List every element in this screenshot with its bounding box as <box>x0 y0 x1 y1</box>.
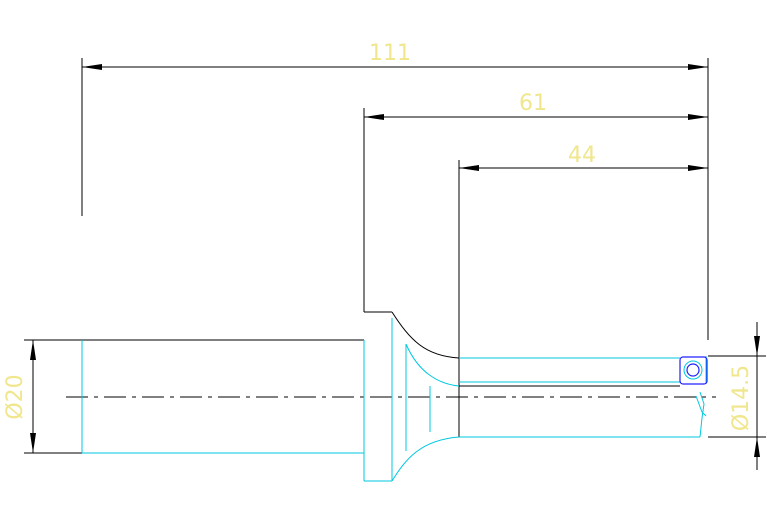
neck-curve-top-outer <box>391 311 460 359</box>
tip-chamfer <box>699 391 705 438</box>
neck-curve-bottom <box>391 436 460 482</box>
arrow-right <box>688 114 708 120</box>
arrow-bottom <box>30 433 36 453</box>
dimension-label-d14-5: Ø14.5 <box>729 365 754 431</box>
arrow-top <box>754 336 760 356</box>
dimension-cutting-diameter: Ø14.5 <box>708 322 766 470</box>
arrow-left <box>82 64 102 70</box>
dimension-flute-length: 44 <box>458 143 708 437</box>
dimension-overall-length: 111 <box>81 41 709 340</box>
insert-screw-inner-icon <box>686 363 700 377</box>
arrow-right <box>688 165 708 171</box>
dimension-label-44: 44 <box>568 143 596 168</box>
dimension-label-61: 61 <box>519 91 547 116</box>
dimension-label-d20: Ø20 <box>3 374 28 419</box>
dimension-label-111: 111 <box>369 41 411 66</box>
arrow-left <box>364 114 384 120</box>
arrow-left <box>459 165 479 171</box>
cutting-insert <box>679 356 708 385</box>
tip-relief <box>695 395 707 417</box>
insert-body <box>679 356 708 385</box>
arrow-top <box>30 340 36 360</box>
neck-curve-top-inner <box>405 343 460 387</box>
tool-outline <box>81 311 707 482</box>
arrow-right <box>688 64 708 70</box>
dimension-shank-diameter: Ø20 <box>3 339 82 454</box>
insert-screw-outer-icon <box>683 360 703 380</box>
arrow-bottom <box>754 437 760 457</box>
dimension-head-length: 61 <box>363 91 708 312</box>
